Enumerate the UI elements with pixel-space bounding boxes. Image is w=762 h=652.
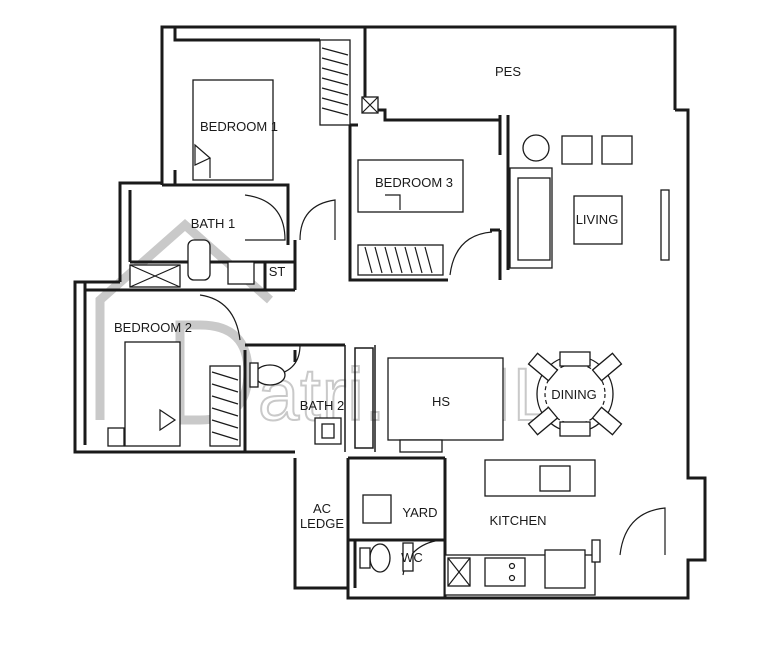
label-bedroom-3: BEDROOM 3: [375, 175, 453, 190]
bed-bedroom2: [124, 341, 181, 447]
side-table: [522, 134, 550, 162]
label-dining: DINING: [551, 387, 597, 402]
label-living: LIVING: [576, 212, 619, 227]
label-household-shelter: HS: [432, 394, 450, 409]
wardrobes: [209, 39, 444, 447]
toilet-wc: [369, 543, 391, 573]
room-labels: PES BEDROOM 1 BEDROOM 3 BATH 1 ST LIVING…: [114, 64, 618, 565]
hs-kitchen-fixtures: [361, 96, 601, 596]
yard-basin: [362, 494, 392, 524]
label-kitchen: KITCHEN: [489, 513, 546, 528]
beds: [107, 79, 464, 447]
label-bedroom-2: BEDROOM 2: [114, 320, 192, 335]
armchair-1: [561, 135, 593, 165]
fridge: [544, 549, 586, 589]
label-ac-ledge-1: AC: [313, 501, 331, 516]
basin-bath1: [227, 261, 255, 285]
label-bath-2: BATH 2: [300, 398, 345, 413]
armchair-2: [601, 135, 633, 165]
label-wc: WC: [401, 550, 423, 565]
label-bedroom-1: BEDROOM 1: [200, 119, 278, 134]
interior-walls: [85, 27, 510, 598]
label-yard: YARD: [402, 505, 437, 520]
outer-walls: [73, 25, 707, 600]
label-bath-1: BATH 1: [191, 216, 236, 231]
label-ac-ledge-2: LEDGE: [300, 516, 344, 531]
toilet-bath1: [187, 239, 211, 281]
label-pes: PES: [495, 64, 521, 79]
bath-fixtures: [129, 239, 391, 573]
toilet-bath2: [254, 364, 286, 386]
hob: [484, 557, 526, 587]
coffee-table: [573, 195, 623, 245]
household-shelter-box: [387, 357, 504, 441]
furniture: [509, 134, 670, 437]
tv-console: [660, 189, 670, 261]
bed-bedroom1: [192, 79, 274, 181]
bed-bedroom3: [357, 159, 464, 213]
label-store: ST: [269, 264, 286, 279]
